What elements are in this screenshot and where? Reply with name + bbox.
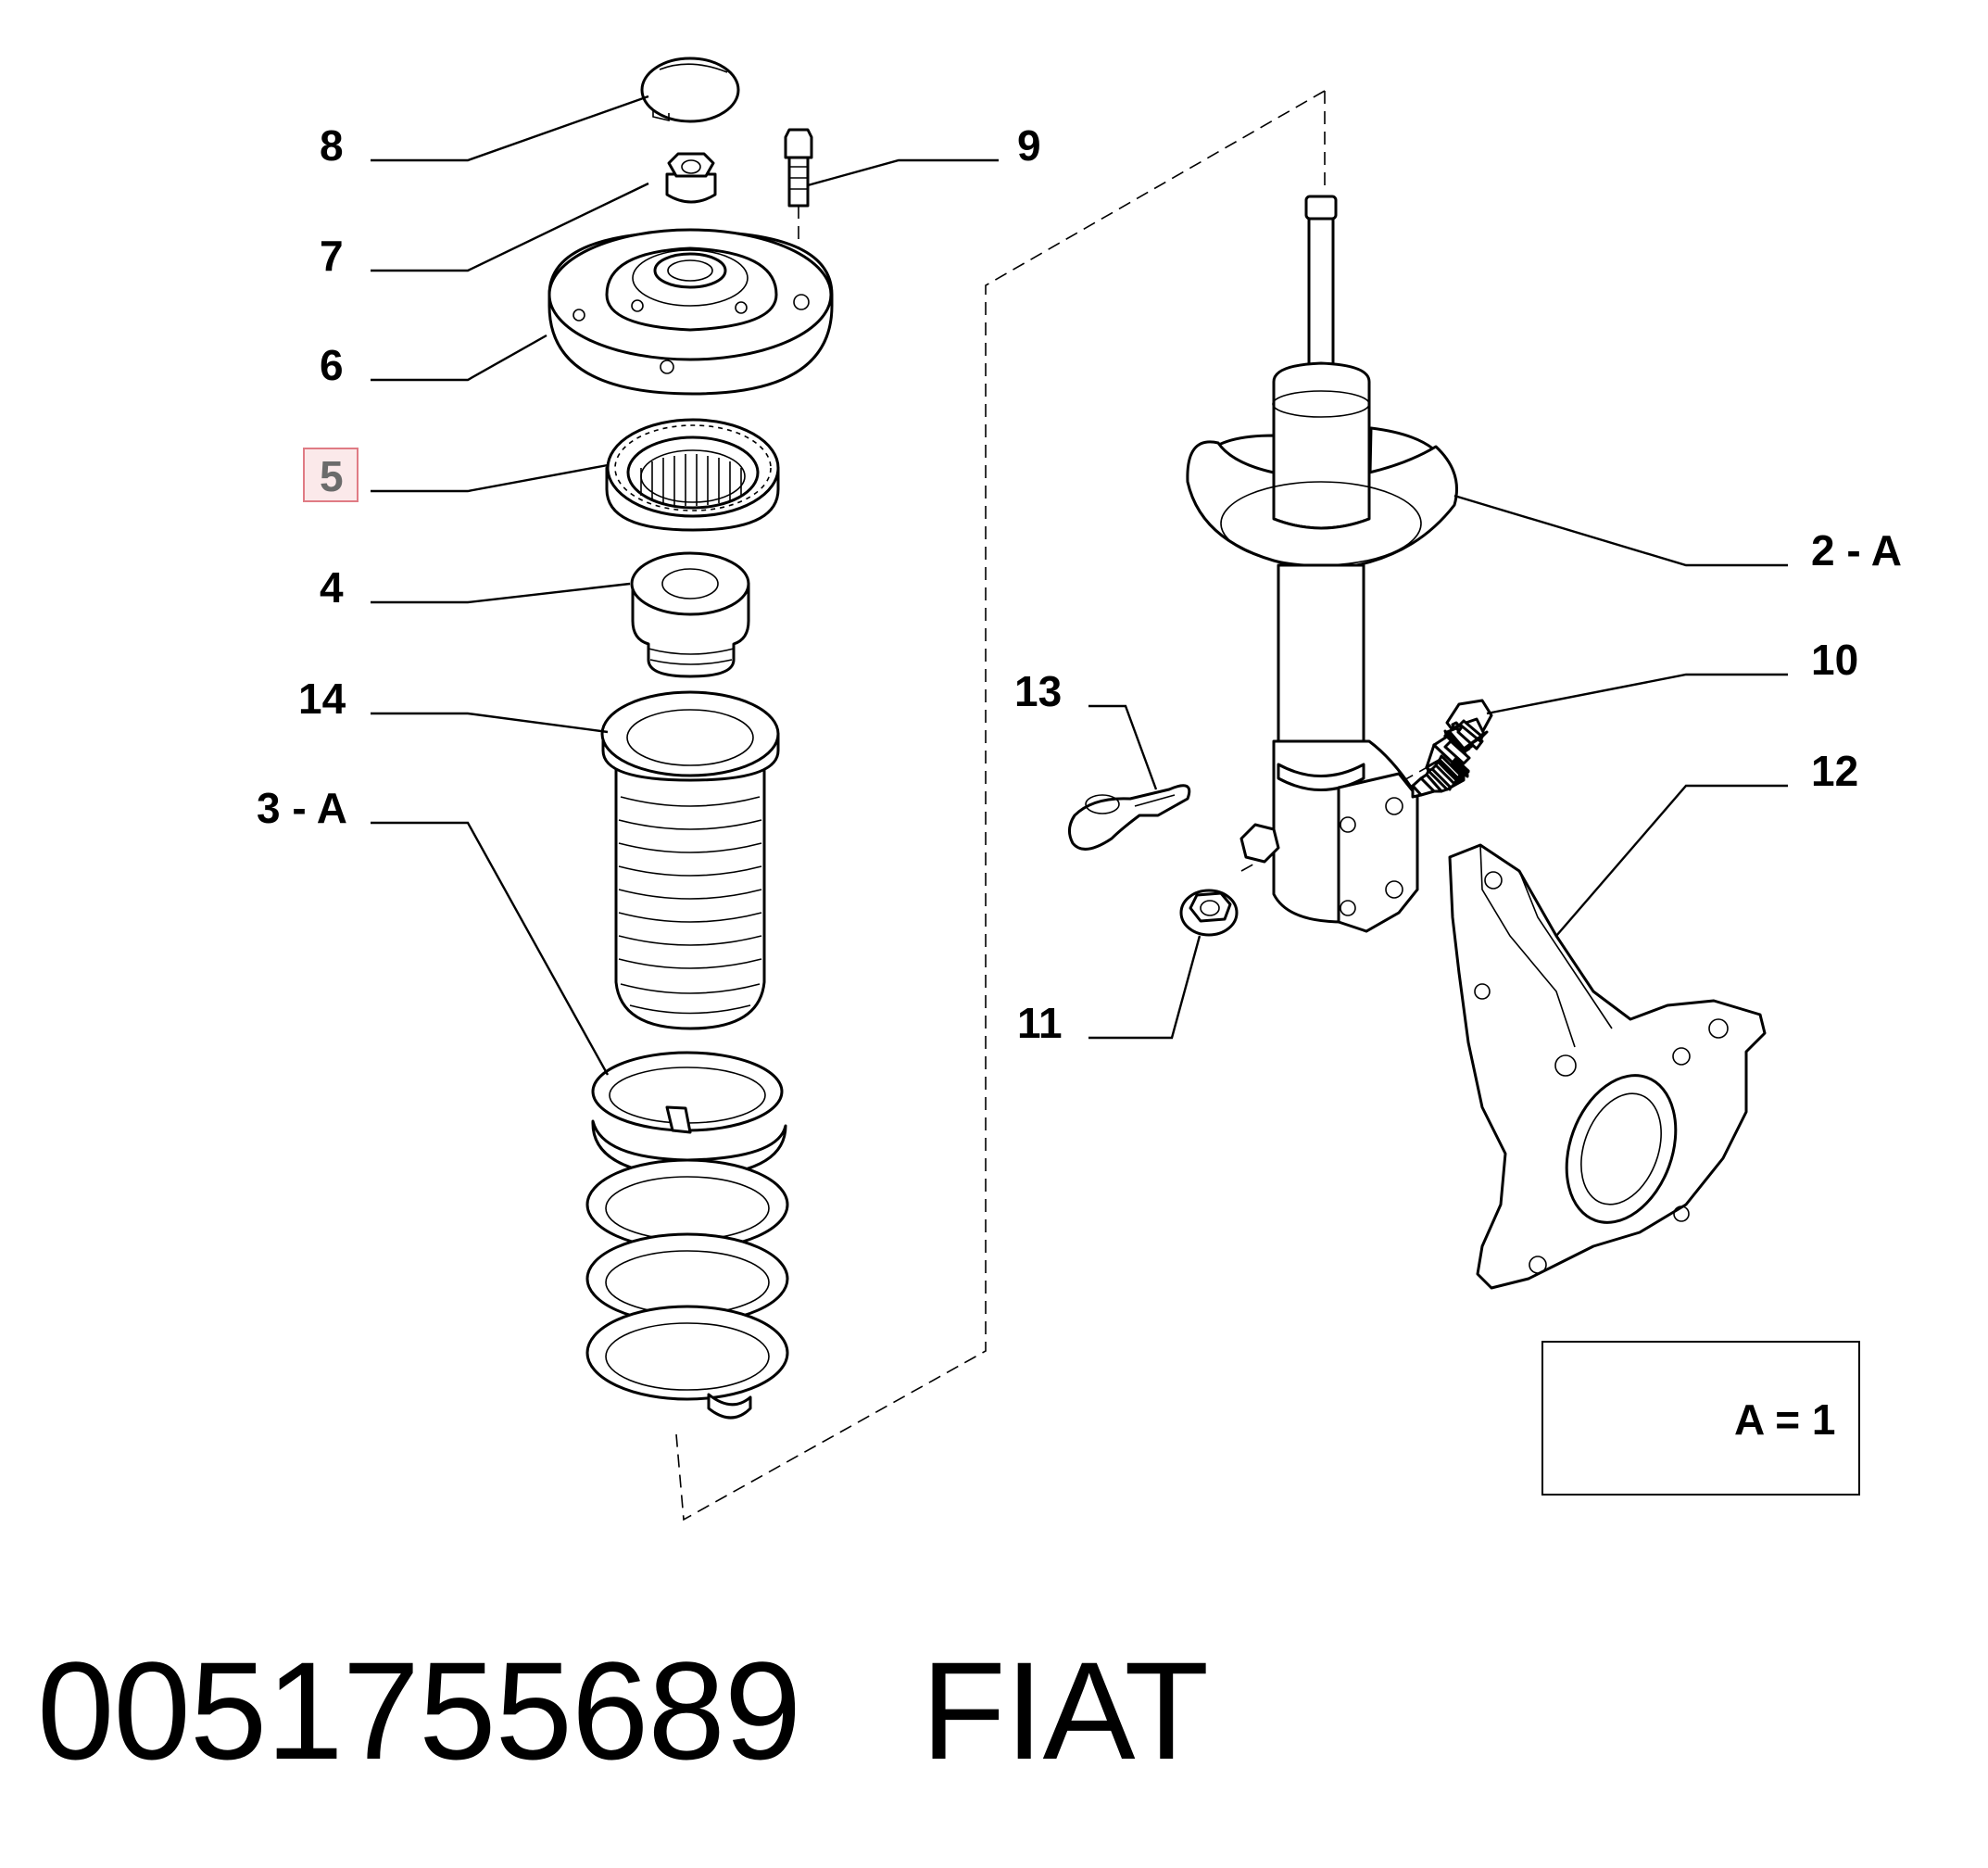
callout-2-a: 2 - A [1811, 526, 1902, 574]
leader-lines [371, 95, 1788, 1076]
part-2-strut [1186, 195, 1458, 933]
part-9-bolt [784, 128, 813, 208]
brand-name: FIAT [921, 1633, 1209, 1788]
callout-12: 12 [1811, 747, 1858, 795]
quantity-note: A = 1 [1734, 1395, 1836, 1444]
callout-5-highlighted[interactable]: 5 [320, 452, 344, 500]
quantity-legend-box [1541, 1341, 1860, 1496]
callout-14: 14 [298, 675, 346, 723]
callout-4: 4 [320, 563, 344, 612]
callout-11: 11 [1017, 999, 1063, 1047]
assembly-outline [675, 90, 1326, 1521]
part-12-steering-knuckle [1448, 843, 1767, 1290]
callout-8: 8 [320, 121, 344, 170]
part-11-nut [1179, 889, 1239, 937]
callout-9: 9 [1017, 121, 1041, 170]
highlight-box-5 [303, 448, 359, 502]
callout-10: 10 [1811, 636, 1858, 684]
callout-3-a: 3 - A [257, 784, 347, 832]
callout-7: 7 [320, 232, 344, 280]
part-3-coil-spring [585, 1051, 789, 1420]
part-4-bump-stop [630, 551, 750, 678]
part-8-cap [640, 57, 740, 123]
part-13-clip [1068, 784, 1191, 851]
part-5-bearing [605, 418, 780, 532]
callout-6: 6 [320, 341, 344, 389]
part-14-dust-boot [600, 690, 780, 1030]
part-number: 0051755689 [37, 1633, 801, 1788]
callout-13: 13 [1014, 667, 1062, 715]
footer-caption: 0051755689 FIAT [37, 1631, 1209, 1791]
part-6-top-mount [547, 228, 834, 396]
part-7-nut [665, 152, 717, 204]
part-10-bolt [1411, 699, 1493, 799]
